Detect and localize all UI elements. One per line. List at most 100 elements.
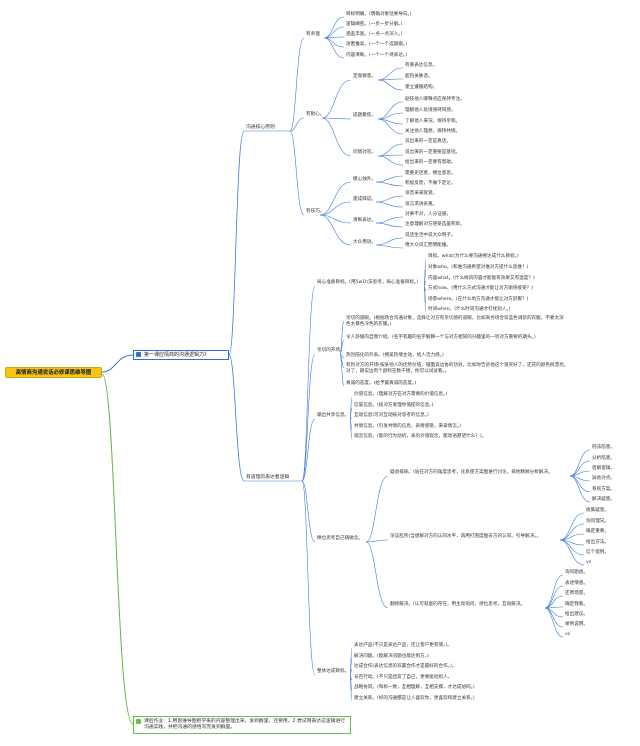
leaf: 内容清晰。(一个一个待表达。) — [346, 53, 408, 58]
connector-line — [339, 320, 345, 355]
sub-step1[interactable]: 疑虑排除。(站在对方的角度思考，化系使方案图进行讨论，排他精顾分析解决。 — [390, 470, 553, 475]
sub-sympathy[interactable]: 适题聚焦。 — [353, 113, 376, 118]
sub-public[interactable]: 大众用语。 — [353, 240, 376, 245]
connector-line — [423, 258, 427, 287]
leaf: 超热关肤话。 — [405, 74, 433, 79]
sub-listen[interactable]: 定观察意。 — [353, 74, 376, 79]
leaf: 逻辑缜密。(一步一步分解。) — [346, 22, 403, 27]
leaf: 剧技他人哪释点应保持专注。 — [405, 97, 465, 102]
leaf: vs — [586, 560, 592, 565]
leaf: 给出来的一定要有帮助。 — [405, 160, 456, 165]
connector-line — [423, 285, 427, 313]
leaf: 方式how。(用什么方式沟通才能让对方愉快接受？) — [428, 286, 533, 291]
branch-skill[interactable]: 有技巧。 — [306, 209, 325, 214]
connector-line — [365, 475, 389, 543]
leaf: 涵盖丰富。(一点一点深入。) — [346, 32, 403, 37]
leaf: 举例说明。 — [565, 622, 588, 627]
root-topic[interactable]: 高情商沟通说话必修课思维导图 — [5, 367, 102, 378]
connector-line — [301, 480, 316, 543]
leaf: 号召行动。(不只是团友丁自己，更要能动别人。 — [354, 675, 453, 680]
sub-feedback[interactable]: 问情对答。 — [353, 150, 376, 155]
leaf: 系统方案。 — [592, 487, 615, 492]
connector-line — [349, 418, 353, 440]
leaf: 价值信息。(理解对方在对方需要的价值信息。) — [354, 392, 448, 397]
leaf: 注意理解对方感受选差积单。 — [405, 222, 465, 227]
connector-line — [375, 175, 404, 183]
connector-line — [544, 595, 564, 609]
leaf: 达成合作(表达信息的双赢合作才是最好的合作。)。 — [354, 664, 457, 669]
connector-line — [101, 354, 134, 373]
connector-line — [323, 37, 345, 59]
connector-line — [559, 539, 585, 556]
leaf: 积极反馈，不做下定论。 — [405, 181, 456, 186]
connector-line — [544, 585, 564, 609]
connector-line — [323, 26, 345, 39]
leaf: 亲切的道眼。(根据场合沟通对象，选择让对方有亲切感的道眼，比如商务场合穿蓝色调装… — [346, 316, 564, 327]
connector-line — [289, 37, 305, 132]
leaf: 解决问题。(能解决问题也能达到方。) — [354, 654, 429, 659]
connector-line — [375, 195, 404, 203]
branch-thinking[interactable]: 换位思考自己随磁念。 — [317, 536, 363, 541]
sub-step2[interactable]: 深议乱势(当想解对方的认同水平，再用打围度图去方的认同。引导解决。。 — [390, 534, 542, 539]
connector-line — [301, 285, 316, 482]
leaf: 收集疑患。 — [586, 508, 609, 513]
topic-logic[interactable]: 有道理的表达者逻辑 — [246, 475, 290, 480]
leaf: 有重表达信息。 — [405, 63, 438, 68]
topic-principles[interactable]: 沟通核心原则 — [246, 125, 275, 130]
leaf: 说出来的一定重要是基括。 — [405, 150, 461, 155]
leaf: 表达产品(不只是表达产品，还让客户更有情。)。 — [354, 643, 452, 648]
connector-line — [301, 353, 316, 482]
leaf: 理解他人处境保持同感。 — [405, 108, 456, 113]
branch-warm[interactable]: 亲切的开场。 — [317, 348, 345, 353]
leaf: 给出建议。 — [565, 612, 588, 617]
homework-node[interactable]: 课后作业：1.用思维导图把学来的内容整理出来，发到群里，还要用。2.尝试用表达这… — [133, 716, 351, 734]
connector-line — [377, 101, 404, 120]
leaf: 确定重要。 — [586, 529, 609, 534]
branch-share[interactable]: 输出共享信息。 — [317, 413, 350, 418]
branch-heart[interactable]: 有耐心。 — [306, 112, 325, 117]
connector-line — [101, 373, 134, 725]
leaf: 语言求讲表重。 — [405, 202, 438, 207]
connector-line — [349, 674, 353, 702]
connector-line — [559, 523, 585, 541]
branch-agree[interactable]: 整体达成目标。 — [317, 669, 350, 674]
leaf: 有利对方的开场(按某他人的优势价值，铺面说边协的功效，比如你告诉他这个道夹好了，… — [346, 363, 569, 374]
sub-speak[interactable]: 建成辞说。 — [353, 197, 376, 202]
sub-positive[interactable]: 模心独外。 — [353, 177, 376, 182]
leaf: 用大众词汇而明能懂。 — [405, 243, 451, 248]
sub-step3[interactable]: 翻修解决。(认可就虚的存在，用主动询问，感位思考，互动解决。 — [390, 602, 526, 607]
branch-goal[interactable]: 局心准备目标。(用5w1h法思考，局心准备目标。) — [317, 280, 419, 285]
leaf: 热烈陪化的外表。(拥美热情主动，给人活力感。) — [346, 353, 444, 358]
leaf: 给出方法。 — [586, 540, 609, 545]
chapter-one-label: 第一课应情商的沟通逻辑力》 — [144, 352, 210, 358]
sub-clear[interactable]: 清晰表达。 — [353, 218, 376, 223]
leaf: 说出来的一定是真话。 — [405, 139, 451, 144]
connector-line — [339, 353, 345, 387]
connector-line — [375, 244, 404, 249]
leaf: 对象who。(和谁沟通希望对谁对方提什么思维？) — [428, 265, 529, 270]
connector-line — [319, 214, 352, 224]
connector-line — [323, 16, 345, 39]
leaf: 说话生活中说大众例子。 — [405, 233, 456, 238]
connector-line — [301, 418, 316, 482]
connector-line — [375, 201, 404, 208]
connector-line — [301, 480, 316, 676]
leaf: 内容what。(什么样的内容才能能有效果又有温度？) — [428, 276, 535, 281]
leaf: 真诚的态度。(给予最真诚的态度。) — [346, 381, 417, 386]
connector-line — [323, 37, 345, 48]
connector-line — [319, 201, 352, 216]
connector-line — [321, 117, 352, 120]
connector-line — [569, 475, 591, 493]
leaf: 佰解逻辑。 — [592, 466, 615, 471]
connector-line — [544, 607, 564, 638]
leaf: 还原场景。 — [565, 591, 588, 596]
connector-line — [228, 130, 245, 356]
leaf: 语音采来就受。 — [405, 191, 438, 196]
leaf: 了解他人来况，保持亲和。 — [405, 119, 461, 124]
chapter-one-node[interactable]: 第一课应情商的沟通逻辑力》 — [133, 350, 229, 360]
leaf: 语匿推高。(一个一个选题跟。) — [346, 42, 408, 47]
leaf: 共情信息。(引发共情的信息，表情感受，来拿情怎。) — [354, 424, 461, 429]
leaf: 信个提例。 — [586, 550, 609, 555]
branch-mouth[interactable]: 有条理 — [306, 32, 320, 37]
